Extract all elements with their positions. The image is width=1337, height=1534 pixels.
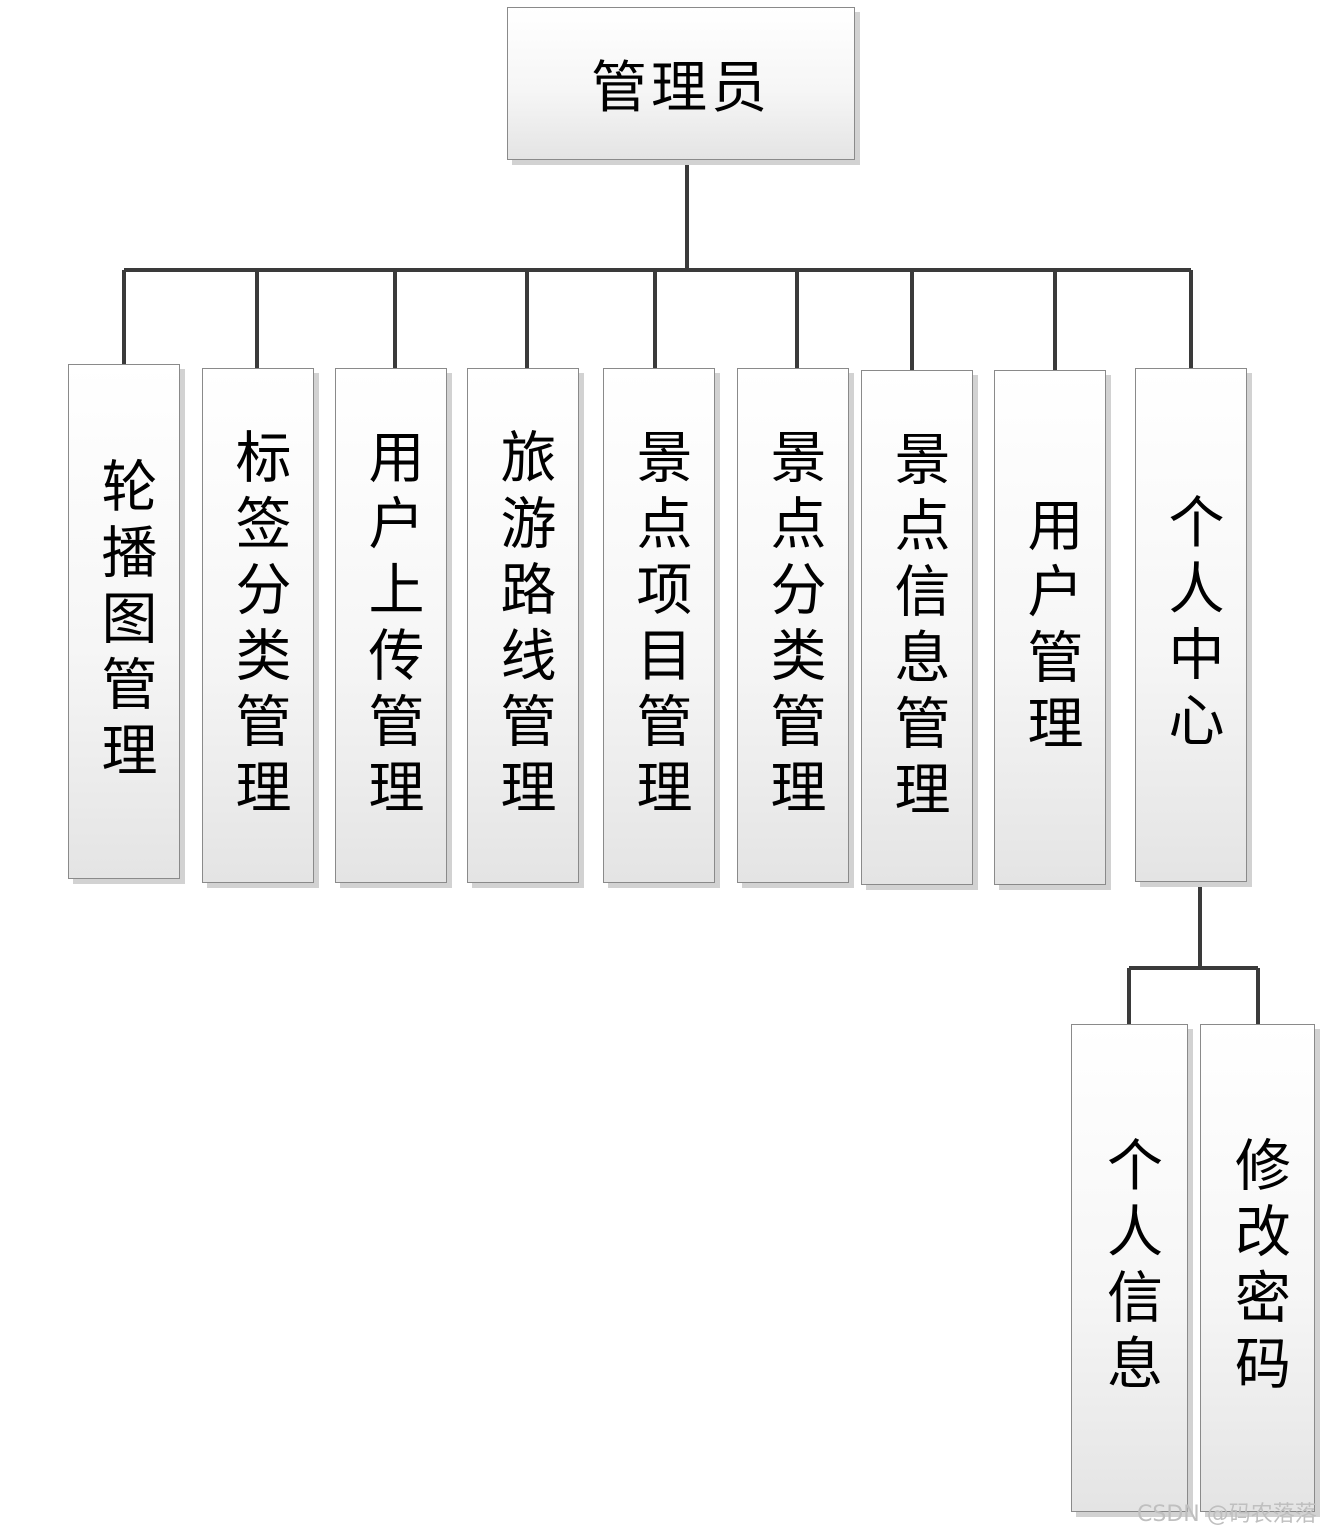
- module-label: 用户上传管理: [359, 427, 424, 824]
- module-user-management: 用户管理: [994, 370, 1106, 885]
- root-label: 管理员: [591, 56, 771, 121]
- module-carousel-management: 轮播图管理: [68, 364, 180, 879]
- submodule-label: 修改密码: [1225, 1136, 1291, 1400]
- submodule-label: 个人信息: [1097, 1136, 1163, 1400]
- module-label: 景点分类管理: [761, 427, 826, 824]
- module-label: 景点信息管理: [885, 429, 950, 826]
- module-user-upload-management: 用户上传管理: [335, 368, 447, 883]
- module-tag-category-management: 标签分类管理: [202, 368, 314, 883]
- module-scenic-category-management: 景点分类管理: [737, 368, 849, 883]
- module-label: 用户管理: [1018, 495, 1083, 760]
- module-scenic-info-management: 景点信息管理: [861, 370, 973, 885]
- module-label: 标签分类管理: [226, 427, 291, 824]
- submodule-personal-info: 个人信息: [1071, 1024, 1188, 1512]
- submodule-change-password: 修改密码: [1200, 1024, 1315, 1512]
- root-node-admin: 管理员: [507, 7, 855, 160]
- watermark: CSDN @码农落落: [1137, 1502, 1317, 1527]
- module-label: 景点项目管理: [627, 427, 692, 824]
- module-label: 旅游路线管理: [491, 427, 556, 824]
- module-scenic-project-management: 景点项目管理: [603, 368, 715, 883]
- module-label: 个人中心: [1159, 493, 1224, 757]
- module-travel-route-management: 旅游路线管理: [467, 368, 579, 883]
- module-label: 轮播图管理: [92, 456, 157, 787]
- module-personal-center: 个人中心: [1135, 368, 1247, 882]
